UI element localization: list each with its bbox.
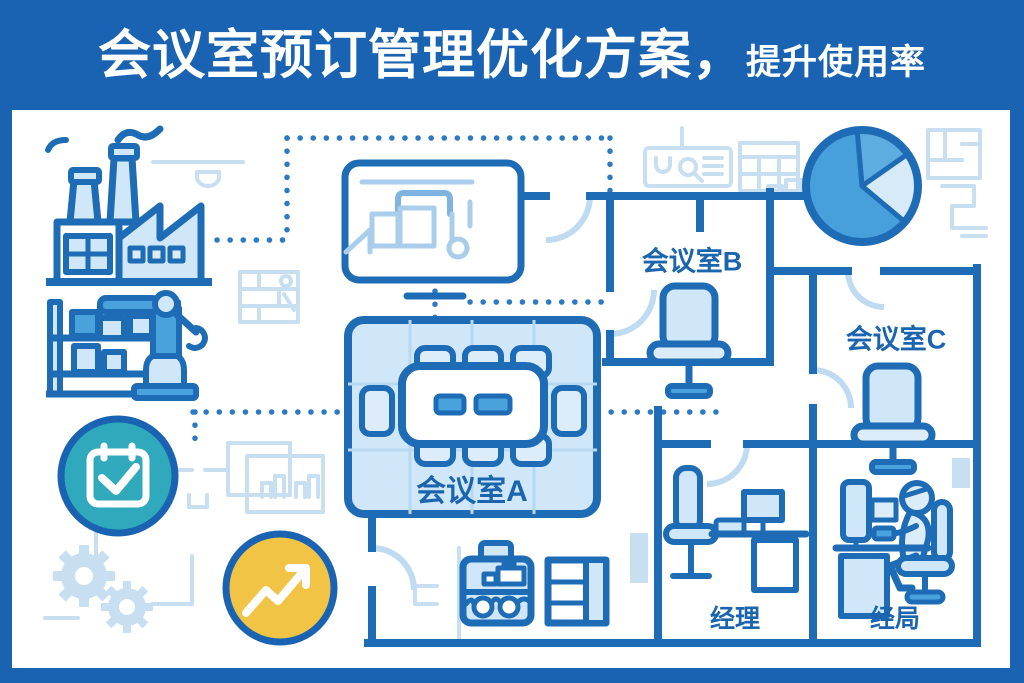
title-banner: 会议室预订管理优化方案， 提升使用率 xyxy=(0,0,1024,110)
door-arc-icon xyxy=(545,195,593,243)
director-room-label: 经局 xyxy=(869,605,921,633)
door-arc-icon xyxy=(812,367,854,409)
flowchart-box-icon xyxy=(341,159,525,284)
room-b-label: 会议室B xyxy=(641,246,743,277)
office-chair-icon xyxy=(850,362,936,475)
floorplan-walls xyxy=(364,188,981,647)
door-arc-icon xyxy=(609,289,657,337)
trend-up-icon xyxy=(222,530,338,646)
factory-icon xyxy=(45,125,212,286)
cabinet-icon xyxy=(544,556,610,627)
briefcase-machine-icon xyxy=(459,540,535,627)
room-a-label: 会议室A xyxy=(416,475,528,508)
calendar-check-icon xyxy=(57,415,179,537)
conference-table-icon xyxy=(359,345,587,467)
pie-border xyxy=(802,126,922,246)
desk-computer-icon xyxy=(663,465,810,593)
pie-chart-icon xyxy=(802,126,922,246)
robot-arm-icon xyxy=(97,290,208,401)
page-subtitle: 提升使用率 xyxy=(745,42,926,82)
office-chair-icon xyxy=(646,282,732,399)
room-c-label: 会议室C xyxy=(845,324,947,355)
door-arc-icon xyxy=(706,443,750,487)
gears-icon xyxy=(53,545,153,633)
door-arc-icon xyxy=(845,270,885,310)
background-doodles xyxy=(43,126,988,647)
door-arcs xyxy=(371,195,885,591)
smoke-icon xyxy=(45,137,69,153)
page-title: 会议室预订管理优化方案， xyxy=(97,25,746,85)
meeting-room-a xyxy=(344,316,601,518)
manager-room-label: 经理 xyxy=(709,605,761,633)
smoke-icon xyxy=(114,125,164,144)
door-arc-icon xyxy=(371,545,417,591)
person-at-desk-icon xyxy=(832,479,955,619)
